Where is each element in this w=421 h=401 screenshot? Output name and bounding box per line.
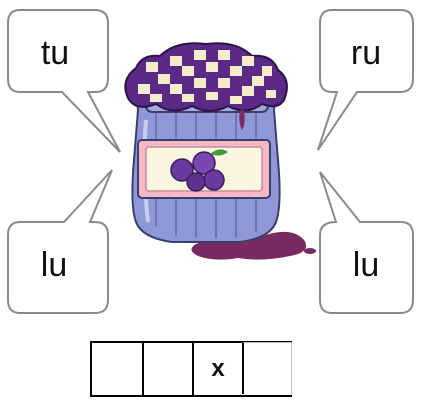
speech-bubble-bottom-right bbox=[319, 171, 414, 314]
answer-cell-1[interactable] bbox=[92, 343, 142, 395]
answer-cell-4[interactable] bbox=[242, 342, 292, 394]
speech-bubble-bottom-left bbox=[7, 169, 113, 314]
bubble-syllable-top-left[interactable]: tu bbox=[40, 34, 70, 72]
bubble-syllable-top-right[interactable]: ru bbox=[350, 34, 382, 72]
berry-icon bbox=[170, 149, 228, 192]
speech-bubble-top-right bbox=[317, 9, 414, 151]
bubble-syllable-bottom-right[interactable]: lu bbox=[352, 246, 380, 284]
answer-cell-2[interactable] bbox=[142, 343, 192, 395]
answer-grid: x bbox=[90, 341, 292, 397]
answer-cell-3[interactable]: x bbox=[192, 343, 242, 395]
jam-jar bbox=[124, 42, 288, 243]
speech-bubble-top-left bbox=[7, 9, 121, 153]
bubble-syllable-bottom-left[interactable]: lu bbox=[40, 246, 68, 284]
